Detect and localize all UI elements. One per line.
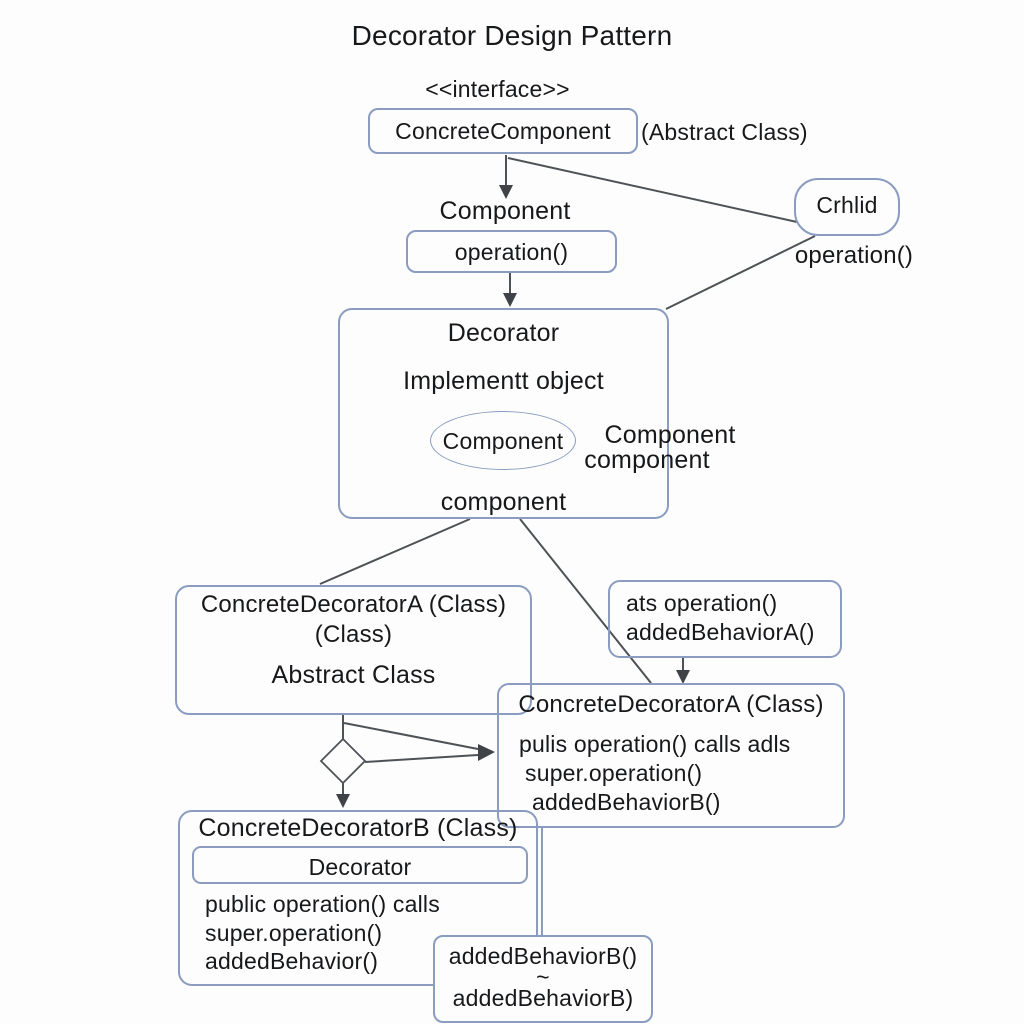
connector-child-to-decorator: [665, 235, 816, 310]
decorator-a-abstract-subtitle: (Class): [314, 621, 393, 648]
component-ellipse: [430, 411, 576, 470]
connector-diamond-to-decorator-a-upper: [343, 722, 479, 750]
connector-interface-to-child: [507, 157, 798, 223]
child-operation-label: operation(): [794, 242, 914, 269]
decorator-b-title: ConcreteDecoratorB (Class): [198, 814, 518, 842]
decorator-b-body-3: addedBehavior(): [205, 948, 379, 974]
child-node-label: Crhlid: [816, 192, 878, 218]
interface-stereotype: <<interface>>: [425, 76, 570, 102]
decorator-box: [338, 308, 669, 519]
arrowhead-down-icon: [503, 293, 517, 307]
abstract-class-annotation: (Abstract Class): [641, 119, 808, 145]
behavior-a-box: [608, 580, 842, 658]
decorator-side-label-bottom: component: [584, 446, 710, 474]
connector-decorator-to-decorator-a-abstract: [319, 518, 471, 585]
behavior-b-line-1: addedBehaviorB(): [448, 943, 638, 969]
decorator-b-nested-box: [192, 846, 528, 884]
decorator-a-box: [497, 683, 845, 828]
arrowhead-down-icon: [676, 670, 690, 684]
operation-box: [406, 230, 617, 273]
child-node-box: [794, 178, 900, 236]
decorator-b-box: [178, 810, 538, 986]
decorator-title: Decorator: [447, 319, 560, 347]
aggregation-diamond-icon: [319, 737, 367, 785]
operation-label: operation(): [454, 239, 569, 265]
behavior-a-method-2: addedBehaviorA(): [626, 619, 815, 645]
decorator-a-body-3: addedBehaviorB(): [532, 789, 721, 815]
decorator-side-label-top: Component: [604, 421, 736, 449]
connector-diamond-to-decorator-a-lower: [364, 754, 479, 763]
page-title: Decorator Design Pattern: [351, 20, 673, 51]
decorator-b-parent-ref: Decorator: [308, 854, 412, 880]
arrowhead-right-icon: [478, 744, 495, 761]
behavior-b-box: [433, 935, 653, 1023]
decorator-a-abstract-box: [175, 585, 532, 715]
decorator-a-body-1: pulis operation() calls adls: [519, 731, 791, 757]
component-label: Component: [439, 197, 571, 225]
concrete-component-label: ConcreteComponent: [395, 118, 611, 144]
decorator-description: Implementt object: [403, 367, 604, 395]
decorator-a-abstract-title: ConcreteDecoratorA (Class): [200, 591, 507, 618]
decorator-a-abstract-body: Abstract Class: [271, 661, 436, 689]
decorator-a-body-2: super.operation(): [525, 760, 703, 786]
decorator-a-title: ConcreteDecoratorA (Class): [518, 691, 824, 718]
arrowhead-down-icon: [336, 794, 350, 808]
behavior-b-line-2: ~: [536, 964, 550, 990]
connector-decorator-to-decorator-a: [519, 518, 652, 684]
concrete-component-box: [368, 108, 638, 154]
decorator-b-body-1: public operation() calls: [205, 891, 440, 917]
arrowhead-down-icon: [499, 185, 513, 199]
behavior-a-method-1: ats operation(): [626, 590, 778, 616]
decorator-b-body-2: super.operation(): [205, 920, 383, 946]
behavior-b-line-3: addedBehaviorB): [452, 985, 634, 1011]
decorator-field-label: component: [440, 488, 567, 516]
component-ellipse-label: Component: [442, 428, 564, 454]
